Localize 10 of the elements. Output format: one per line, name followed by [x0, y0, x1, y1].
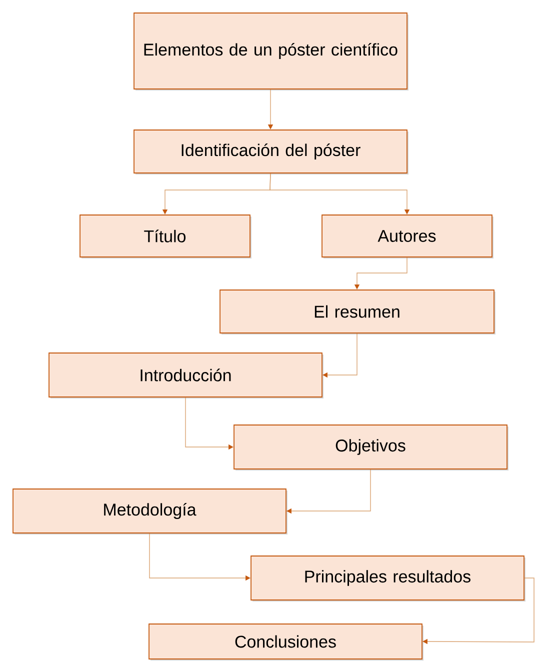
process-box: Título: [80, 214, 252, 258]
process-box: Objetivos: [234, 424, 508, 470]
process-box: Identificación del póster: [134, 130, 408, 174]
process-box: Autores: [322, 214, 494, 258]
process-box: Introducción: [48, 352, 324, 398]
process-box: El resumen: [220, 290, 496, 334]
process-box: Conclusiones: [148, 624, 424, 660]
process-box: Principales resultados: [250, 556, 526, 602]
process-box: Metodología: [12, 488, 288, 534]
process-box: Elementos de un póster científico: [134, 12, 408, 90]
